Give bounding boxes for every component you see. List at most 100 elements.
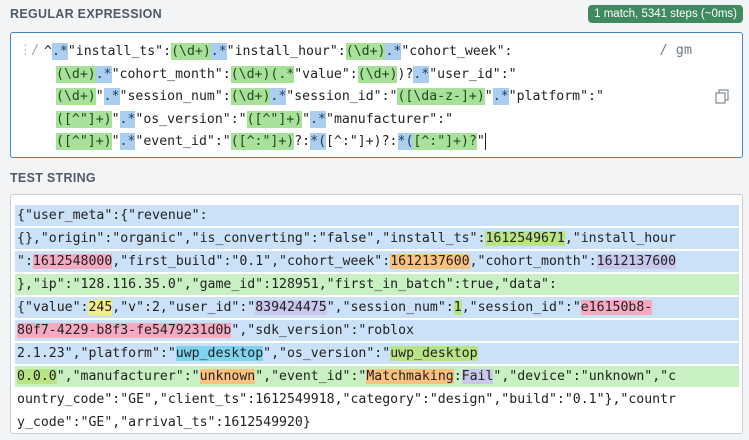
group-match: 80f7-4229-b8f3-fe5479231d0b	[17, 323, 232, 338]
test-text: ountry_code":"GE","client_ts":1612549918…	[17, 392, 676, 407]
regex-flags[interactable]: / gm	[659, 42, 692, 58]
test-string-input[interactable]: {"user_meta":{"revenue": {},"origin":"org…	[10, 194, 743, 434]
regex-capture-group: ([^:"]+)	[230, 133, 295, 150]
regex-input[interactable]: ⋮ / ^.*"install_ts":(\d+).*"install_hour…	[10, 32, 743, 158]
match-highlight	[15, 274, 739, 295]
test-text: ","event_id":"	[255, 369, 367, 384]
test-string-line: ":1612548000,"first_build":"0.1","cohort…	[15, 250, 739, 273]
regex-quantifier: .*	[310, 110, 326, 128]
group-match: Fail	[461, 369, 494, 384]
test-string-line: y_code":"GE","arrival_ts":1612549920}	[17, 411, 676, 433]
test-text: ","manufacturer":"	[56, 369, 200, 384]
text-cursor: ​	[484, 133, 486, 150]
regex-literal: "cohort_week":	[401, 44, 513, 59]
regex-quantifier: .*	[413, 65, 430, 83]
regex-literal: "cohort_month":	[111, 66, 231, 82]
test-text: :	[453, 369, 462, 384]
regex-pattern[interactable]: ^.*"install_ts":(\d+).*"install_hour":(\…	[44, 41, 604, 154]
test-text: 2.1.23","platform":"	[17, 346, 176, 361]
test-text: ":	[17, 254, 33, 269]
regex-capture-group: [^:"]+)?	[413, 133, 477, 150]
copy-icon[interactable]	[715, 89, 729, 107]
group-match: unknown	[199, 369, 256, 384]
test-text: ,"first_build":"0.1","cohort_week":	[112, 254, 391, 269]
group-match: 1612548000	[32, 254, 113, 269]
test-string-line: {},"origin":"organic","is_converting":"f…	[15, 227, 739, 250]
regex-literal: "os_version":"	[135, 111, 247, 127]
regex-line: ([^"]+)".*"event_id":"([^:"]+)?:*([^:"]+…	[44, 131, 604, 154]
test-text: ","device":"unknown","c	[493, 369, 677, 384]
regex-capture-group: (\d+)	[56, 65, 96, 83]
regex-literal: ?:	[294, 134, 311, 149]
regex-literal: "value":	[294, 66, 358, 82]
regex-line: ([^"]+)".*"os_version":"([^"]+)".*"manuf…	[44, 109, 604, 132]
regex-capture-group: ([^"]+)	[246, 110, 303, 128]
regex-capture-group: (\d+)	[230, 65, 271, 83]
test-text: {"user_meta":{"revenue":	[17, 208, 208, 223]
group-match: uwp_desktop	[390, 346, 478, 361]
regex-literal: "	[476, 134, 485, 149]
group-match: 1612137600	[596, 254, 677, 269]
test-text: ","sdk_version":"roblox	[231, 323, 414, 338]
regex-literal: [^:"]+)?	[326, 134, 390, 149]
group-match: uwp_desktop	[175, 346, 264, 361]
group-match: Matchmaking	[366, 369, 454, 384]
match-highlight	[15, 205, 739, 226]
test-string-line: 0.0.0","manufacturer":"unknown","event_i…	[15, 365, 739, 388]
regex-literal: "install_hour":	[226, 44, 346, 59]
group-match: 1	[453, 300, 462, 315]
regex-quantifier: .*	[210, 43, 227, 60]
regex-capture-group: (\d+)	[171, 43, 211, 60]
group-match: 1612137600	[390, 254, 470, 269]
regex-literal: "	[111, 134, 120, 149]
regex-quantifier: .*	[51, 43, 68, 60]
test-string-line: {"user_meta":{"revenue":	[15, 204, 739, 227]
regex-capture-group: (\d+)	[56, 88, 96, 105]
regex-capture-group: (\d+)	[345, 43, 386, 60]
regex-literal: "user_id":"	[429, 66, 517, 82]
regex-quantifier: *(	[310, 133, 327, 150]
group-match: 245	[88, 300, 113, 315]
regex-line: ^.*"install_ts":(\d+).*"install_hour":(\…	[44, 41, 604, 64]
test-string-line: 80f7-4229-b8f3-fe5479231d0b","sdk_versio…	[15, 319, 739, 342]
regex-literal: ^	[44, 44, 52, 59]
match-highlight	[15, 297, 739, 318]
test-text: ,"v":2,"user_id":"	[112, 300, 256, 315]
test-text: {},"origin":"organic","is_converting":"f…	[17, 231, 486, 246]
test-string-line: {"value":245,"v":2,"user_id":"839424475"…	[15, 296, 739, 319]
regex-capture-group: (.*	[270, 65, 295, 83]
regex-literal: "	[484, 89, 493, 104]
regex-literal: "session_id":"	[286, 89, 398, 104]
regex-quantifier: *(	[397, 133, 414, 150]
regex-quantifier: .*	[103, 88, 120, 105]
test-text: ,"session_id":"	[461, 300, 581, 315]
regex-literal: "session_num":	[119, 89, 231, 104]
test-string-content: {"user_meta":{"revenue": {},"origin":"org…	[15, 204, 739, 433]
regex-literal: "event_id":"	[135, 134, 231, 149]
test-text: },"ip":"128.116.35.0","game_id":128951,"…	[17, 277, 557, 292]
regex-quantifier: .*	[119, 110, 136, 128]
test-text: y_code":"GE","arrival_ts":1612549920}	[17, 415, 311, 430]
test-string-section-title: TEST STRING	[10, 171, 96, 185]
drag-handle-icon[interactable]: ⋮	[19, 43, 32, 58]
regex-quantifier: .*	[492, 88, 509, 105]
regex-quantifier: .*	[385, 43, 402, 60]
group-match: 839424475	[255, 300, 327, 315]
test-text: ,"cohort_month":	[469, 254, 597, 269]
match-info-badge[interactable]: 1 match, 5341 steps (~0ms)	[588, 5, 743, 23]
test-string-line: 2.1.23","platform":"uwp_desktop","os_ver…	[15, 342, 739, 365]
regex-literal: "	[111, 111, 120, 127]
match-highlight	[15, 251, 739, 272]
regex-quantifier: .*	[270, 88, 287, 105]
regex-line: (\d+)".*"session_num":(\d+).*"session_id…	[44, 86, 604, 109]
regex-literal: :	[389, 134, 398, 149]
regex-capture-group: (\d+)	[357, 65, 398, 83]
regex-literal: "	[95, 89, 104, 104]
regex-capture-group: ([^"]+)	[56, 110, 112, 128]
group-match: 1612549671	[485, 231, 565, 246]
regex-literal: )?	[397, 66, 414, 82]
regex-literal: "manufacturer":"	[326, 111, 454, 127]
regex-literal: "platform":"	[508, 89, 604, 104]
test-text: ","session_num":	[326, 300, 454, 315]
regex-quantifier: .*	[95, 65, 112, 83]
